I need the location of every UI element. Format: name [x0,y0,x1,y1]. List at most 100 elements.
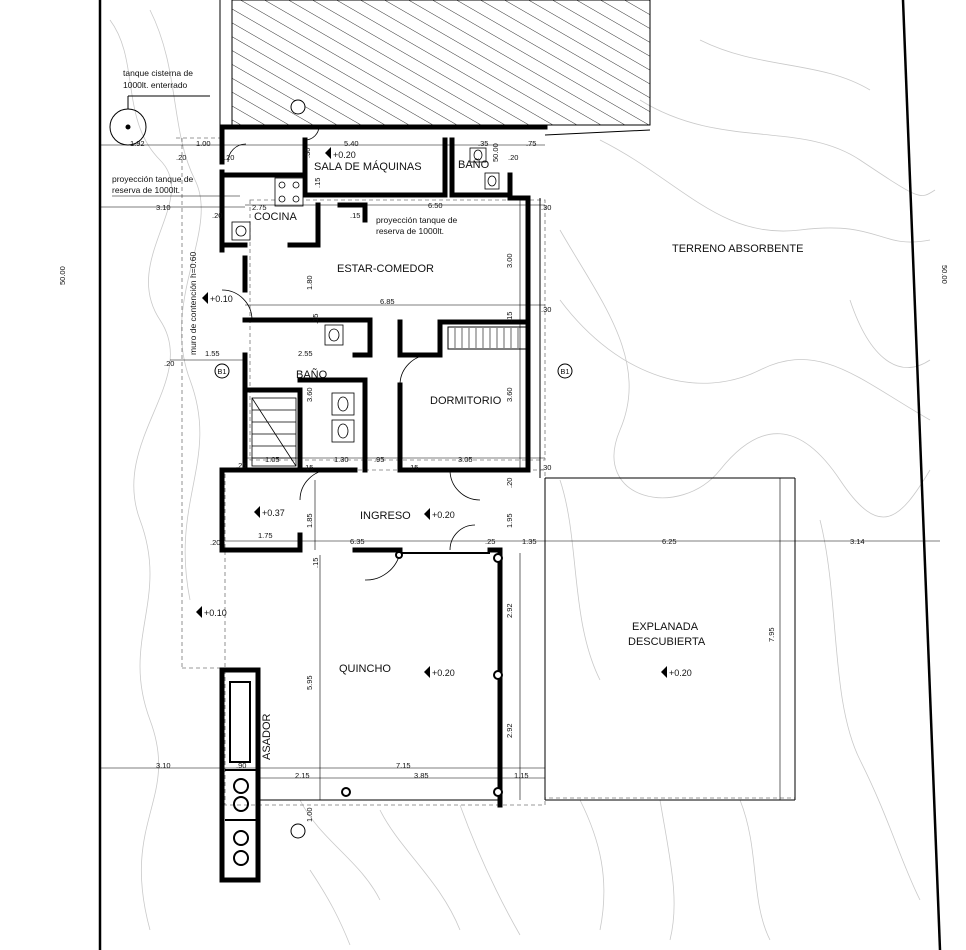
room-descubierta: DESCUBIERTA [628,636,706,648]
thin-lines [258,129,796,801]
svg-text:.15: .15 [311,558,320,568]
note-muro-contencion: muro de contención h=0.60 [188,251,198,355]
svg-text:.20: .20 [164,359,174,368]
svg-text:.15: .15 [303,463,313,472]
svg-text:.20: .20 [505,478,514,488]
svg-text:1.55: 1.55 [205,349,220,358]
svg-text:1.85: 1.85 [305,513,314,528]
note-tanque-cisterna-2: 1000lt. enterrado [123,80,188,90]
svg-text:1.30: 1.30 [334,455,349,464]
svg-text:2.92: 2.92 [505,603,514,618]
note-proyeccion-right-1: proyección tanque de [376,215,458,225]
room-quincho: QUINCHO [339,663,391,675]
level-left-010: +0.10 [210,294,233,304]
svg-text:1.80: 1.80 [305,275,314,290]
svg-text:3.85: 3.85 [414,771,429,780]
svg-text:.20: .20 [224,153,234,162]
svg-text:.20: .20 [212,211,222,220]
svg-text:3.60: 3.60 [505,387,514,402]
svg-text:.15: .15 [505,312,514,322]
svg-text:1.95: 1.95 [505,513,514,528]
room-terreno: TERRENO ABSORBENTE [672,243,803,255]
level-ingreso: +0.20 [432,510,455,520]
svg-text:.15: .15 [311,314,320,324]
level-quincho: +0.20 [432,668,455,678]
svg-text:2.15: 2.15 [295,771,310,780]
dimension-lines [100,144,940,800]
wardrobe [454,328,519,348]
dimension-texts: 1.92 1.00 5.40 .35 .75 .20 .20 .20 .20 3… [130,139,865,780]
fixtures [231,147,500,443]
svg-text:3.10: 3.10 [156,203,171,212]
svg-text:.15: .15 [408,463,418,472]
north-mark [290,99,306,839]
svg-text:6.35: 6.35 [350,537,365,546]
svg-text:.25: .25 [485,537,495,546]
svg-text:50.00: 50.00 [58,266,67,285]
svg-text:50.00: 50.00 [491,143,500,162]
svg-text:2.92: 2.92 [505,723,514,738]
svg-text:1.15: 1.15 [514,771,529,780]
note-proyeccion-right-2: reserva de 1000lt. [376,226,444,236]
svg-text:.15: .15 [350,211,360,220]
room-bano-top: BAÑO [458,158,490,171]
svg-text:7.95: 7.95 [767,627,776,642]
room-asador: ASADOR [261,713,273,760]
svg-text:.90: .90 [236,761,246,770]
note-tanque-cisterna-1: tanque cisterna de [123,68,193,78]
doors [221,125,481,581]
svg-text:.15: .15 [313,178,322,188]
svg-text:3.00: 3.00 [505,253,514,268]
svg-text:3.60: 3.60 [305,387,314,402]
level-explanada: +0.20 [669,668,692,678]
svg-text:6.85: 6.85 [380,297,395,306]
svg-text:6.25: 6.25 [662,537,677,546]
svg-text:B1: B1 [560,367,569,376]
svg-text:.95: .95 [374,455,384,464]
svg-text:50.00: 50.00 [940,265,949,284]
room-ingreso: INGRESO [360,510,411,522]
section-mark-right: B1 [557,363,573,379]
svg-text:.35: .35 [478,139,488,148]
level-corridor: +0.37 [262,508,285,518]
room-dormitorio: DORMITORIO [430,395,502,407]
terrain-contours [109,9,936,946]
level-markers [196,147,667,678]
svg-text:1.75: 1.75 [258,531,273,540]
svg-text:6.50: 6.50 [428,201,443,210]
svg-text:5.95: 5.95 [305,675,314,690]
svg-text:1.05: 1.05 [265,455,280,464]
svg-text:3.05: 3.05 [458,455,473,464]
level-left-low: +0.10 [204,608,227,618]
svg-text:.25: .25 [236,461,246,470]
svg-text:3.14: 3.14 [850,537,865,546]
svg-text:.30: .30 [541,305,551,314]
asador-detail [225,681,260,866]
note-proyeccion-left-2: reserva de 1000lt. [112,185,180,195]
svg-text:.20: .20 [508,153,518,162]
section-mark-left: B1 [214,363,230,379]
svg-text:3.10: 3.10 [156,761,171,770]
svg-text:1.00: 1.00 [305,807,314,822]
svg-text:.30: .30 [303,148,312,158]
svg-text:.30: .30 [541,203,551,212]
svg-text:.30: .30 [541,463,551,472]
svg-text:5.40: 5.40 [344,139,359,148]
svg-text:B1: B1 [217,367,226,376]
room-estar-comedor: ESTAR-COMEDOR [337,263,434,275]
room-sala-maquinas: SALA DE MÁQUINAS [314,160,422,173]
tank-cisterna [109,95,210,146]
svg-text:7.15: 7.15 [396,761,411,770]
room-bano: BAÑO [296,368,328,381]
columns [341,551,503,797]
svg-text:1.35: 1.35 [522,537,537,546]
svg-text:2.75: 2.75 [252,203,267,212]
room-cocina: COCINA [254,211,297,223]
note-proyeccion-left-1: proyección tanque de [112,174,194,184]
dimension-texts-vertical: .30 50.00 .15 3.00 1.80 50.00 50.00 .15 … [58,143,949,822]
svg-text:2.55: 2.55 [298,349,313,358]
svg-text:.20: .20 [210,538,220,547]
plot-boundary [98,0,942,950]
room-explanada: EXPLANADA [632,621,699,633]
